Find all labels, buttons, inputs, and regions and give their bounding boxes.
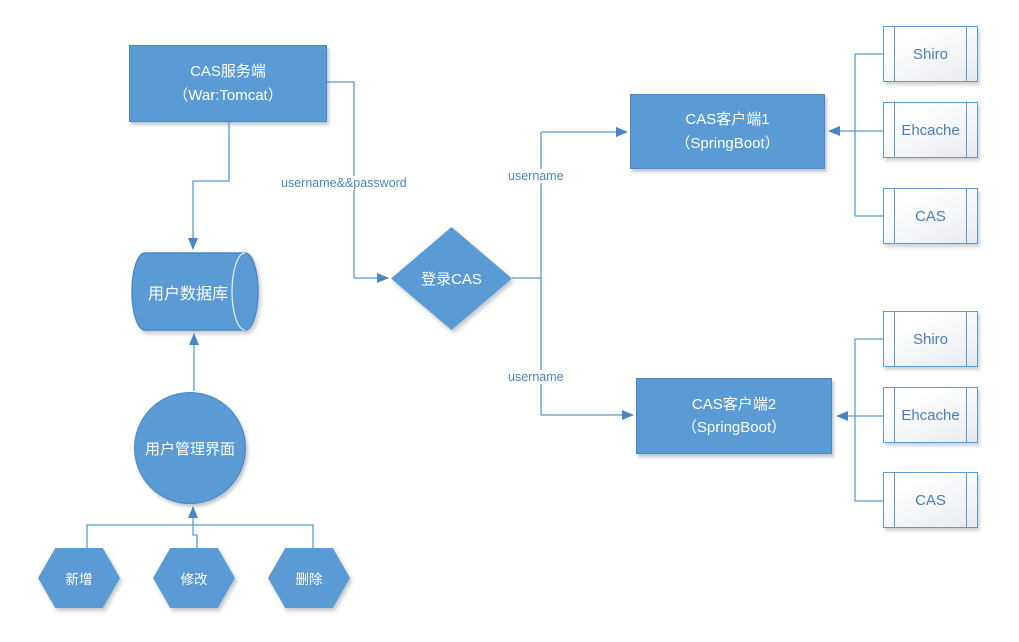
edge-label-username-bottom: username	[506, 370, 566, 384]
process-ehcache-2-label: Ehcache	[901, 406, 960, 424]
hex-modify-shape: 修改	[153, 548, 235, 608]
process-left-bar	[894, 27, 895, 81]
process-right-bar	[966, 388, 967, 442]
user-db-label: 用户数据库	[147, 286, 228, 303]
process-cas-1[interactable]: CAS	[883, 188, 978, 244]
login-cas-label: 登录CAS	[421, 271, 482, 288]
edge-label-username-top: username	[506, 169, 566, 183]
cas-client1-node[interactable]: CAS客户端1 （SpringBoot）	[630, 94, 825, 169]
edge-stack1-bracket	[854, 53, 883, 217]
edge-hex-middle	[188, 506, 198, 548]
process-ehcache-1-label: Ehcache	[901, 121, 960, 139]
edge-label-username-password: username&&password	[279, 176, 409, 190]
cas-client2-node[interactable]: CAS客户端2 （SpringBoot）	[636, 378, 832, 454]
hex-add-node[interactable]: 新增	[38, 548, 120, 608]
cas-client1-title: CAS客户端1	[685, 111, 770, 129]
cas-server-subtitle: （War:Tomcat）	[173, 86, 283, 104]
process-left-bar	[894, 189, 895, 243]
user-mgmt-node[interactable]: 用户管理界面	[134, 392, 246, 504]
process-shiro-1-label: Shiro	[912, 45, 949, 63]
process-ehcache-2[interactable]: Ehcache	[883, 387, 978, 443]
process-cas-1-label: CAS	[915, 207, 946, 225]
process-left-bar	[894, 473, 895, 527]
cas-client2-subtitle: （SpringBoot）	[681, 419, 787, 436]
user-mgmt-label: 用户管理界面	[144, 440, 235, 458]
process-cas-2-label: CAS	[915, 491, 946, 509]
process-right-bar	[966, 189, 967, 243]
hex-delete-label: 删除	[295, 572, 323, 587]
process-cas-2[interactable]: CAS	[883, 472, 978, 528]
hex-add-shape: 新增	[38, 548, 120, 608]
hex-modify-node[interactable]: 修改	[153, 548, 235, 608]
process-left-bar	[894, 103, 895, 157]
process-shiro-2[interactable]: Shiro	[883, 311, 978, 367]
hex-modify-label: 修改	[180, 572, 208, 587]
login-cas-node[interactable]: 登录CAS	[391, 227, 512, 330]
process-right-bar	[966, 312, 967, 366]
cas-client2-title: CAS客户端2	[691, 395, 777, 413]
hex-delete-shape: 删除	[268, 548, 350, 608]
process-left-bar	[894, 388, 895, 442]
database-cylinder-shape	[131, 252, 259, 331]
process-right-bar	[966, 27, 967, 81]
login-cas-diamond-shape: 登录CAS	[391, 227, 512, 330]
cas-client1-subtitle: （SpringBoot）	[675, 134, 780, 152]
hex-add-label: 新增	[65, 572, 93, 587]
edge-server-to-db	[188, 122, 230, 250]
process-shiro-1[interactable]: Shiro	[883, 26, 978, 82]
process-left-bar	[894, 312, 895, 366]
hex-delete-node[interactable]: 删除	[268, 548, 350, 608]
cas-server-node[interactable]: CAS服务端 （War:Tomcat）	[129, 45, 327, 122]
edge-hex-bracket	[86, 524, 314, 548]
user-db-node[interactable]	[128, 250, 264, 336]
edge-stack2-bracket	[854, 338, 883, 502]
process-right-bar	[966, 473, 967, 527]
process-right-bar	[966, 103, 967, 157]
process-shiro-2-label: Shiro	[912, 330, 949, 348]
process-ehcache-1[interactable]: Ehcache	[883, 102, 978, 158]
cas-server-title: CAS服务端	[190, 63, 266, 81]
